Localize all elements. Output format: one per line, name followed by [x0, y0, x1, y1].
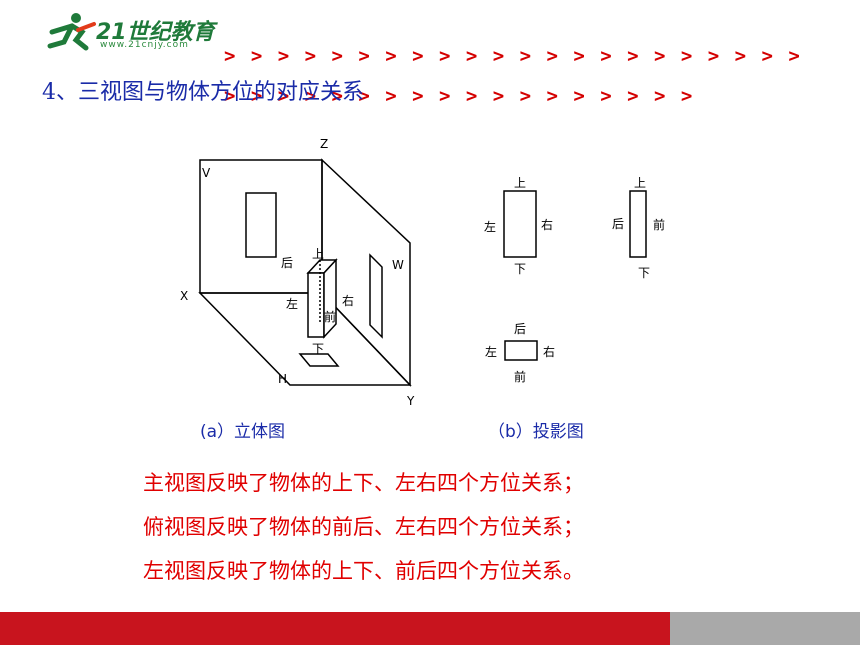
three-d-diagram: [198, 158, 412, 387]
box-front-label: 前: [324, 309, 336, 324]
page-title: 4、三视图与物体方位的对应关系: [42, 80, 364, 105]
main-view-right: 右: [541, 217, 553, 232]
h-projection: [298, 353, 340, 367]
footer-bar-red: [0, 612, 670, 645]
runner-logo-icon: [47, 13, 96, 51]
footer-bar-gray: [670, 612, 860, 645]
caption-a: (a）立体图: [200, 422, 286, 442]
main-view-bottom: 下: [514, 262, 526, 276]
box-top-label: 上: [312, 247, 324, 261]
side-view-right: 前: [653, 217, 665, 232]
top-view-left: 左: [485, 344, 497, 359]
v-plane-label: V: [202, 166, 211, 180]
top-view-rect: [504, 340, 538, 361]
main-view-top: 上: [514, 176, 526, 190]
logo-subtext: www.21cnjy.com: [100, 40, 189, 50]
statement-side-view: 左视图反映了物体的上下、前后四个方位关系。: [143, 559, 584, 583]
box-front: [307, 272, 325, 338]
top-view-top: 后: [514, 322, 526, 336]
w-projection: [369, 253, 383, 339]
side-view-top: 上: [634, 176, 646, 190]
side-view-rect: [629, 190, 647, 258]
caption-b: （b）投影图: [488, 422, 584, 442]
v-projection: [245, 192, 277, 258]
statement-main-view: 主视图反映了物体的上下、左右四个方位关系；: [143, 471, 584, 495]
h-plane-label: H: [278, 372, 287, 386]
h-plane: [198, 292, 412, 386]
top-view-bottom: 前: [514, 369, 526, 384]
w-plane-label: W: [392, 258, 404, 272]
x-axis-label: X: [180, 289, 188, 303]
v-plane: [199, 159, 323, 294]
decorative-arrows: > > > > > > > > > > > > > > > > > > > > …: [224, 45, 802, 107]
y-axis-label: Y: [406, 394, 415, 408]
three-view-diagram: Z V X W H Y 上 后 左 右 前 下 上 下 左 右 上 下 后 前 …: [180, 137, 665, 408]
box-bottom-label: 下: [312, 342, 324, 356]
z-axis-label: Z: [320, 137, 328, 151]
main-view-left: 左: [484, 219, 496, 234]
side-view-left: 后: [612, 217, 624, 231]
statement-top-view: 俯视图反映了物体的前后、左右四个方位关系；: [143, 515, 584, 539]
box-back-label: 后: [281, 256, 293, 270]
side-view-bottom: 下: [638, 266, 650, 280]
main-view-rect: [503, 190, 537, 258]
box-right-label: 右: [342, 293, 354, 308]
logo: [42, 10, 220, 52]
box-left-label: 左: [286, 296, 298, 311]
top-view-right: 右: [543, 344, 555, 359]
logo-text: 21世纪教育: [96, 20, 215, 45]
box-side: [323, 258, 337, 339]
